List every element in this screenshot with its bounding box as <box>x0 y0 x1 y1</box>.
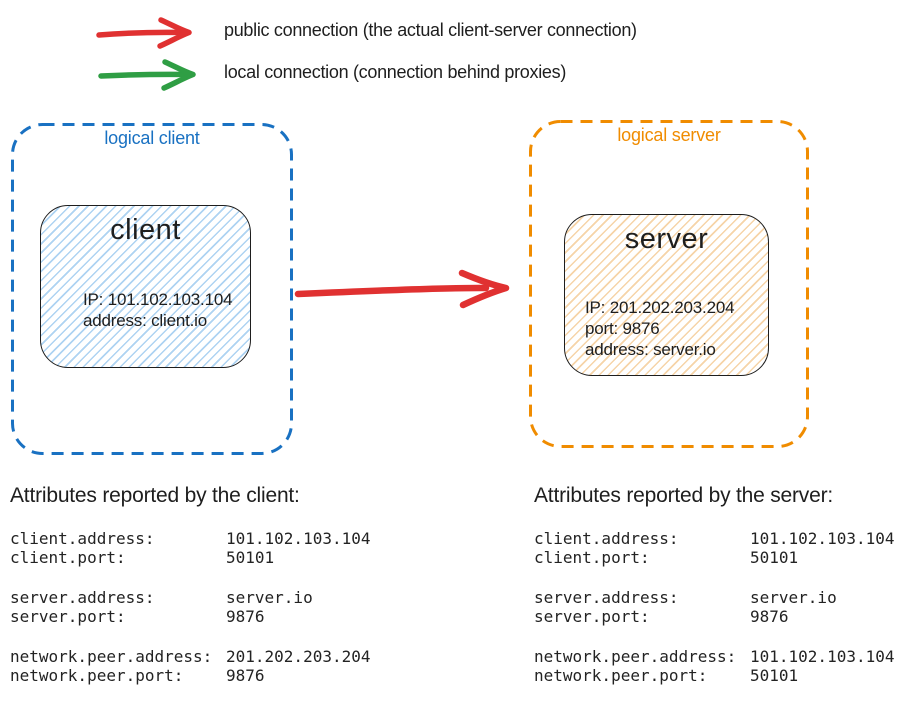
client-address: address: client.io <box>83 311 207 330</box>
client-node-title: client <box>110 214 181 246</box>
logical-server-box <box>529 120 809 448</box>
attr-row: server.port:9876 <box>10 607 265 626</box>
server-address: address: server.io <box>585 340 716 359</box>
server-attr-group-client: client.address:101.102.103.104 client.po… <box>534 529 895 567</box>
server-ip: IP: 201.202.203.204 <box>585 298 735 317</box>
legend-local-label: local connection (connection behind prox… <box>224 62 567 82</box>
attr-row: server.address:server.io <box>534 588 837 607</box>
client-node: client IP: 101.102.103.104 address: clie… <box>40 205 251 368</box>
server-attr-group-server: server.address:server.io server.port:987… <box>534 588 895 626</box>
server-attributes-title: Attributes reported by the server: <box>534 484 834 507</box>
local-connection-arrow-icon <box>98 59 196 91</box>
public-connection-arrow-icon <box>96 17 192 49</box>
client-attr-group-server: server.address:server.io server.port:987… <box>10 588 371 626</box>
server-port: port: 9876 <box>585 319 660 338</box>
legend-public-label: public connection (the actual client-ser… <box>224 20 637 40</box>
attr-row: network.peer.address:101.102.103.104 <box>534 647 895 666</box>
attr-row: network.peer.address:201.202.203.204 <box>10 647 371 666</box>
client-node-details: IP: 101.102.103.104 address: client.io <box>83 289 233 331</box>
attr-row: client.address:101.102.103.104 <box>534 529 895 548</box>
client-ip: IP: 101.102.103.104 <box>83 290 233 309</box>
logical-client-box <box>11 123 293 455</box>
server-node-title: server <box>624 223 709 255</box>
server-node-details: IP: 201.202.203.204 port: 9876 address: … <box>585 297 735 360</box>
attr-row: server.address:server.io <box>10 588 313 607</box>
attr-row: client.port:50101 <box>10 548 275 567</box>
client-attr-group-network: network.peer.address:201.202.203.204 net… <box>10 647 371 685</box>
logical-server-label: logical server <box>617 125 721 145</box>
client-attr-group-client: client.address:101.102.103.104 client.po… <box>10 529 371 567</box>
attr-row: client.port:50101 <box>534 548 799 567</box>
client-attributes: Attributes reported by the client: clien… <box>10 484 371 706</box>
attr-row: client.address:101.102.103.104 <box>10 529 371 548</box>
client-server-arrow-icon <box>294 269 510 309</box>
server-attributes: Attributes reported by the server: clien… <box>534 484 895 706</box>
attr-row: network.peer.port:50101 <box>534 666 799 685</box>
logical-client-label: logical client <box>104 128 200 148</box>
attr-row: network.peer.port:9876 <box>10 666 265 685</box>
server-node: server IP: 201.202.203.204 port: 9876 ad… <box>564 214 769 376</box>
server-attr-group-network: network.peer.address:101.102.103.104 net… <box>534 647 895 685</box>
client-attributes-title: Attributes reported by the client: <box>10 484 300 507</box>
attr-row: server.port:9876 <box>534 607 789 626</box>
